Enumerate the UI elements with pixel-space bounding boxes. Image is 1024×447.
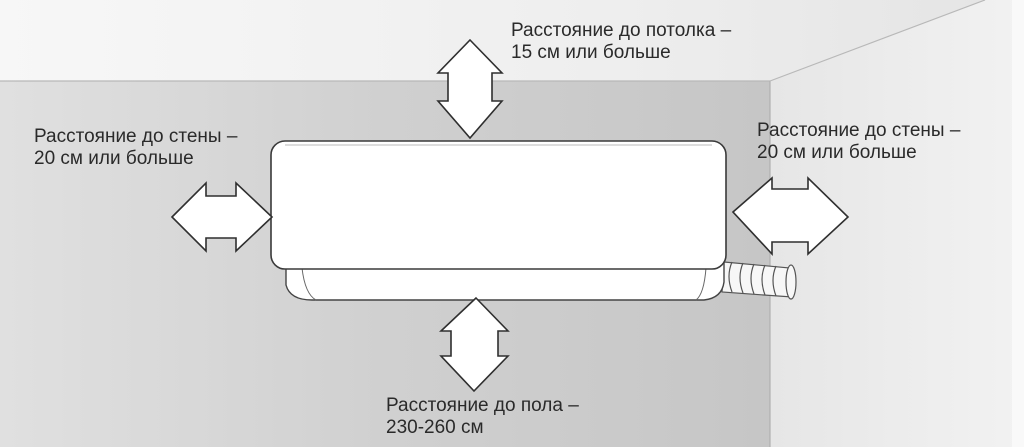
floor-clearance-arrow-icon bbox=[438, 296, 510, 393]
right-wall-clearance-label-line1: Расстояние до стены – bbox=[757, 120, 961, 141]
ceiling-clearance-arrow-icon bbox=[436, 38, 504, 140]
floor-clearance-label-line1: Расстояние до пола – bbox=[386, 395, 579, 416]
ceiling-diagonal-line bbox=[769, 0, 986, 82]
right-wall-clearance-label: Расстояние до стены – 20 см или больше bbox=[757, 120, 960, 164]
floor-clearance-label: Расстояние до пола – 230-260 см bbox=[386, 395, 579, 439]
floor-clearance-label-line2: 230-260 см bbox=[386, 417, 484, 438]
air-conditioner-unit-icon bbox=[270, 140, 727, 301]
drain-pipe-icon bbox=[721, 261, 797, 300]
right-wall-clearance-arrow-icon bbox=[731, 176, 850, 257]
ceiling-clearance-label-line1: Расстояние до потолка – bbox=[511, 20, 732, 41]
ceiling-clearance-label: Расстояние до потолка – 15 см или больше bbox=[511, 20, 731, 64]
left-wall-clearance-label: Расстояние до стены – 20 см или больше bbox=[34, 126, 237, 170]
right-margin bbox=[1012, 0, 1024, 447]
ceiling-clearance-label-line2: 15 см или больше bbox=[511, 42, 671, 63]
left-wall-clearance-label-line2: 20 см или больше bbox=[34, 148, 194, 169]
side-wall bbox=[770, 0, 1024, 447]
left-wall-clearance-label-line1: Расстояние до стены – bbox=[34, 126, 238, 147]
left-wall-clearance-arrow-icon bbox=[170, 181, 274, 253]
right-wall-clearance-label-line2: 20 см или больше bbox=[757, 142, 917, 163]
